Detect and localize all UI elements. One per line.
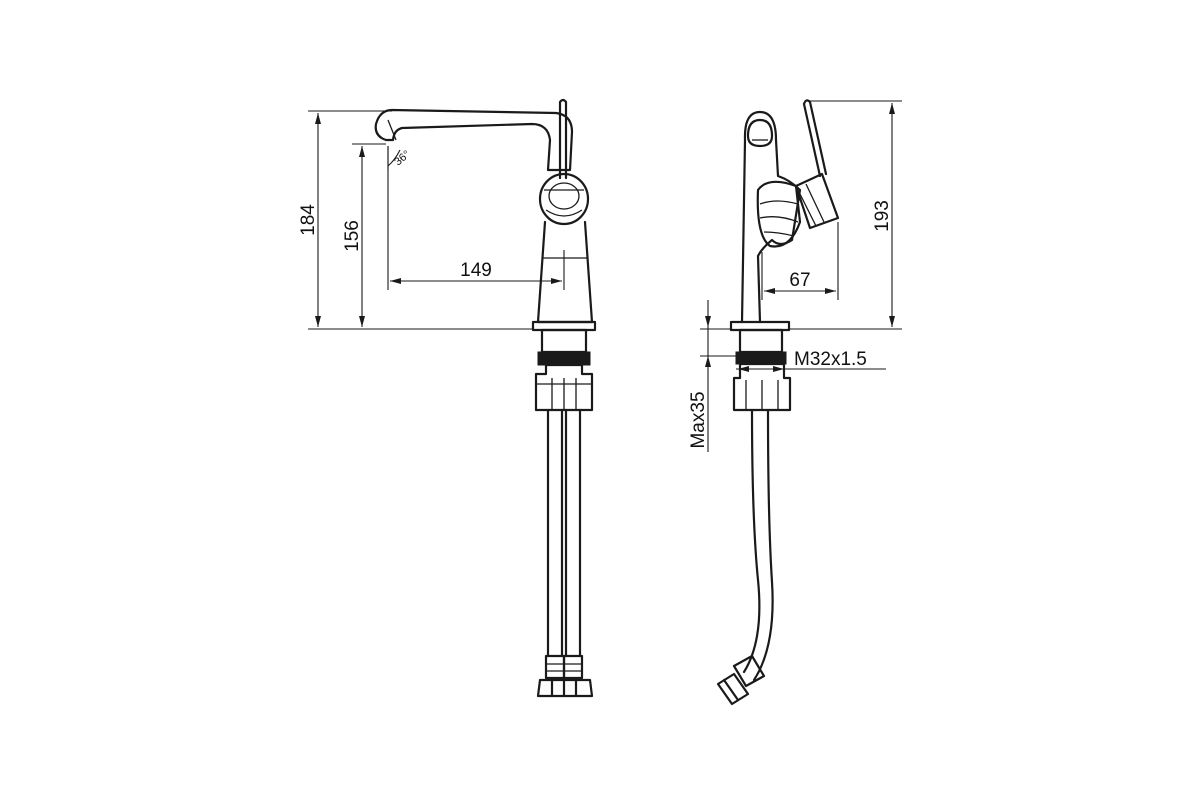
side-handle-scallop-lines <box>759 200 799 237</box>
front-shank <box>540 328 588 354</box>
side-dimensions <box>700 100 902 452</box>
side-hose <box>742 408 774 682</box>
dim-thread: M32x1.5 <box>794 349 867 370</box>
front-lever <box>558 98 568 180</box>
front-mount-nut <box>534 363 594 412</box>
front-hose-nuts <box>536 678 594 698</box>
side-view <box>716 99 840 706</box>
front-ferrule-rings <box>546 663 582 672</box>
side-body <box>740 110 802 324</box>
front-spout-tip-line <box>387 119 397 141</box>
front-handle-hub-inner <box>548 182 580 210</box>
dim-spout-reach: 149 <box>460 260 492 281</box>
front-view <box>374 98 597 698</box>
front-dimensions <box>308 110 565 330</box>
side-lever-collar-lines <box>799 183 825 227</box>
front-base-flange <box>531 320 597 332</box>
dim-spout-height: 156 <box>342 220 363 252</box>
dim-overall-height-front: 184 <box>298 204 319 236</box>
side-mount-nut-facets <box>745 380 779 410</box>
side-spout-head <box>746 118 774 148</box>
side-hose-nut <box>716 672 750 706</box>
dim-overall-height-side: 193 <box>872 200 893 232</box>
side-lock-nut <box>735 351 787 365</box>
side-lever <box>802 99 828 178</box>
side-base-flange <box>729 320 791 332</box>
front-lock-nut <box>537 351 591 366</box>
dim-lever-offset: 67 <box>789 270 810 291</box>
front-mount-nut-facets <box>536 378 592 410</box>
front-spout <box>374 108 574 172</box>
side-hose-ferrule <box>732 654 766 688</box>
front-hoses <box>546 408 582 658</box>
front-handle-hub-band <box>544 189 584 217</box>
side-shank <box>738 328 784 354</box>
side-lever-collar <box>794 172 840 230</box>
front-hose-ferrule-right <box>562 654 584 680</box>
front-body <box>536 220 594 324</box>
dim-spout-angle: 36° <box>392 148 412 168</box>
side-handle-scallop <box>756 180 802 248</box>
front-handle-hub <box>538 172 590 226</box>
front-hose-ferrule-left <box>544 654 566 680</box>
dim-max-deck-thickness: Max35 <box>688 391 709 448</box>
